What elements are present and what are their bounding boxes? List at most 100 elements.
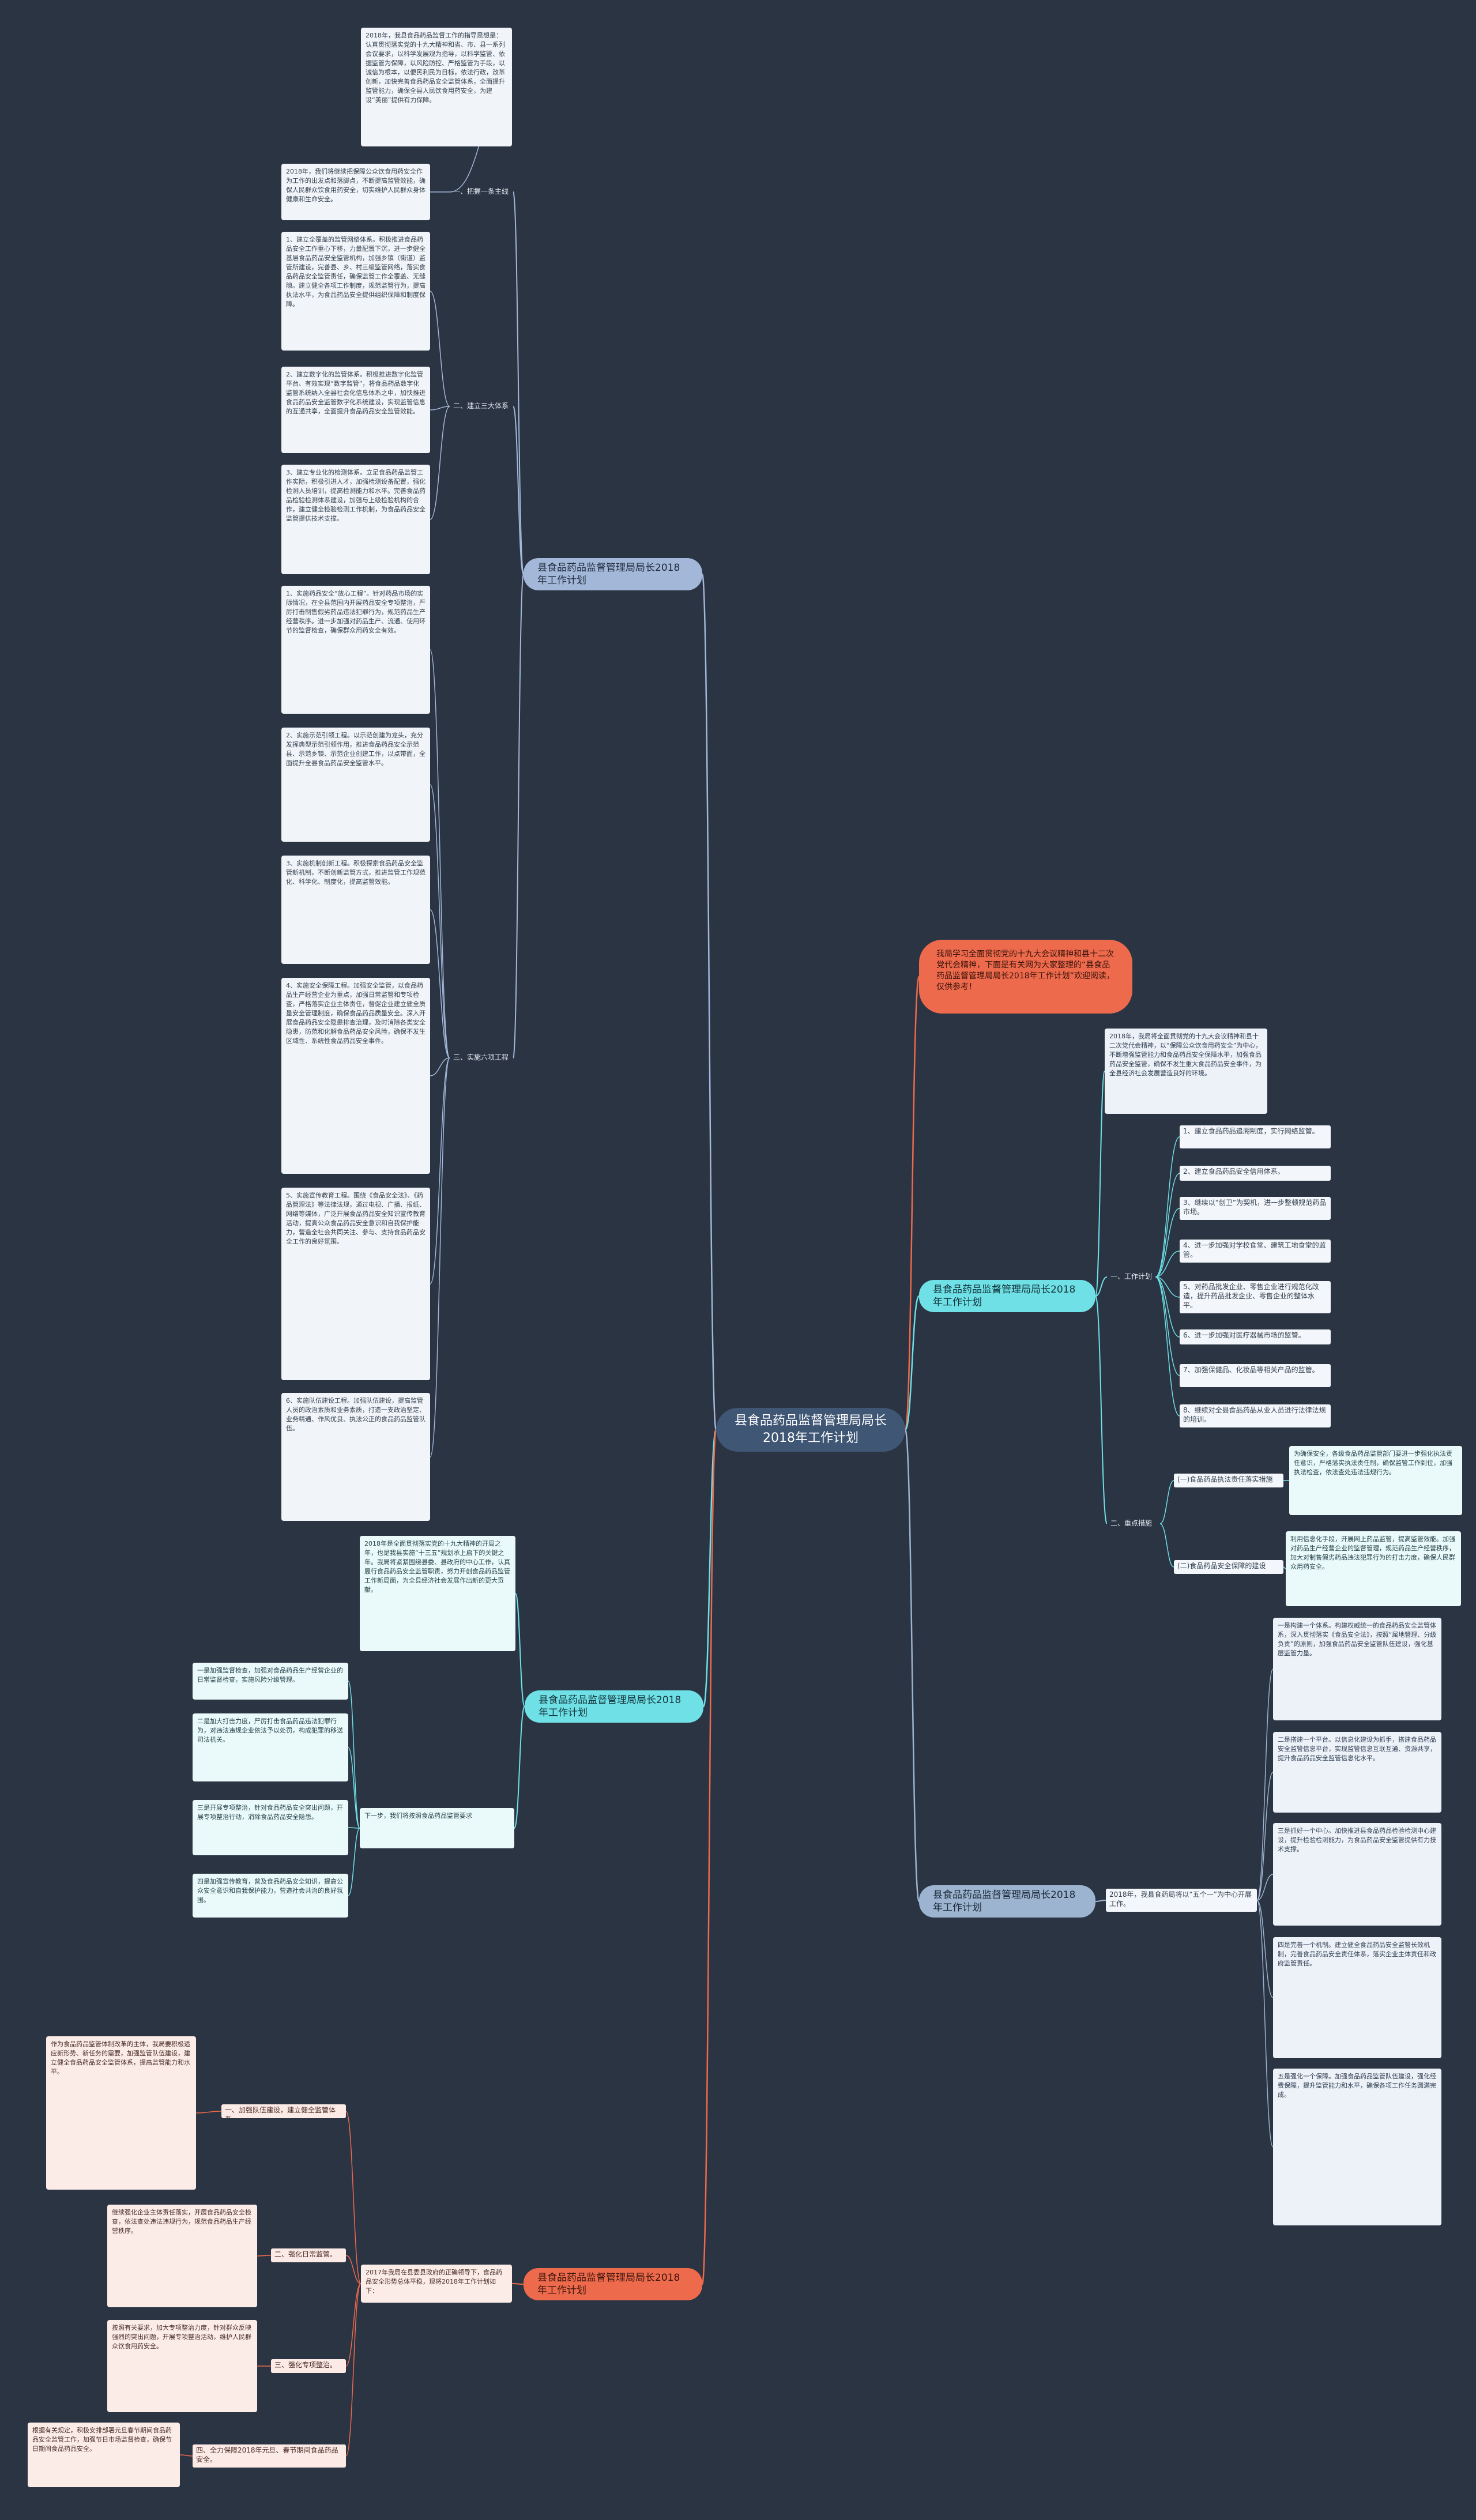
connector-branch-b-label-branch-b-focus-label xyxy=(1095,1295,1108,1524)
branch-b-work-item-7[interactable]: 7、加强保健品、化妆品等相关产品的监管。 xyxy=(1180,1364,1331,1387)
connector-branch-a-label-branch-a-section-2 xyxy=(513,406,524,575)
connector-branch-c-next-step-branch-c-item-4 xyxy=(348,1828,360,1896)
branch-c-item-4: 四是加强宣传教育，普及食品药品安全知识，提高公众安全意识和自我保护能力，营造社会… xyxy=(193,1874,348,1918)
root-topic[interactable]: 县食品药品监督管理局局长2018年工作计划 xyxy=(716,1408,905,1452)
connector-branch-b-work-label-branch-b-work-item-6 xyxy=(1155,1276,1180,1338)
branch-b-focus-item-1[interactable]: (一)食品药品执法责任落实措施 xyxy=(1174,1474,1283,1487)
connector-branch-a-section-3-branch-a-s3-para-6 xyxy=(430,1057,450,1457)
branch-d-para-2: 二是搭建一个平台。以信息化建设为抓手，搭建食品药品安全监管信息平台，实现监管信息… xyxy=(1273,1732,1441,1813)
connector-branch-b-focus-label-branch-b-focus-item-2 xyxy=(1159,1523,1174,1568)
branch-b-work-item-1[interactable]: 1、建立食品药品追溯制度，实行网络监管。 xyxy=(1180,1125,1331,1148)
branch-a-label[interactable]: 县食品药品监督管理局局长2018年工作计划 xyxy=(524,558,702,590)
connector-branch-a-section-3-branch-a-s3-para-4 xyxy=(430,1057,450,1076)
branch-b-work-item-8[interactable]: 8、继续对全县食品药品从业人员进行法律法规的培训。 xyxy=(1180,1404,1331,1427)
branch-b-label[interactable]: 县食品药品监督管理局局长2018年工作计划 xyxy=(919,1280,1095,1312)
branch-d-para-1: 一是构建一个体系。构建权威统一的食品药品安全监管体系，深入贯彻落实《食品安全法》… xyxy=(1273,1618,1441,1720)
connector-branch-b-focus-item-2-branch-b-focus-para-2 xyxy=(1283,1566,1286,1569)
connector-branch-b-focus-label-branch-b-focus-item-1 xyxy=(1159,1480,1174,1524)
connector-root-topic-branch-c-label xyxy=(702,1429,717,1708)
branch-b-work-item-5[interactable]: 5、对药品批发企业、零售企业进行规范化改造，提升药品批发企业、零售企业的整体水平… xyxy=(1180,1281,1331,1313)
connector-branch-b-work-label-branch-b-work-item-4 xyxy=(1155,1250,1180,1278)
connector-branch-d-lead-branch-d-para-1 xyxy=(1256,1668,1274,1901)
branch-a-s3-para-2: 2、实施示范引领工程。以示范创建为龙头，充分发挥典型示范引领作用，推进食品药品安… xyxy=(281,728,430,842)
branch-a-section-3[interactable]: 三、实施六项工程 xyxy=(453,1053,509,1061)
connector-branch-c-next-step-branch-c-item-1 xyxy=(348,1681,360,1829)
branch-b-work-label[interactable]: 一、工作计划 xyxy=(1110,1272,1153,1280)
branch-e-section-1[interactable]: 一、加强队伍建设，建立健全监管体系。 xyxy=(221,2104,346,2118)
connector-root-topic-branch-e-label xyxy=(701,1429,717,2285)
branch-a-s2-para-1: 1、建立全覆盖的监管网络体系。积极推进食品药品安全工作重心下移，力量配置下沉，进… xyxy=(281,232,430,351)
connector-root-topic-branch-a-label xyxy=(701,573,717,1431)
branch-a-s1-para-1: 2018年，我县食品药品监督工作的指导思想是：认真贯彻落实党的十九大精神和省、市… xyxy=(361,28,512,146)
connector-branch-a-section-3-branch-a-s3-para-1 xyxy=(430,649,450,1059)
branch-a-s2-para-3: 3、建立专业化的检测体系。立足食品药品监管工作实际，积极引进人才，加强检测设备配… xyxy=(281,465,430,574)
branch-e-section-4[interactable]: 四、全力保障2018年元旦、春节期间食品药品安全。 xyxy=(193,2444,346,2468)
intro-bubble[interactable]: 我局学习全面贯彻党的十九大会议精神和县十二次党代会精神，下面是有关网为大家整理的… xyxy=(919,940,1132,1014)
connector-branch-b-work-label-branch-b-work-item-8 xyxy=(1155,1276,1180,1417)
connector-branch-e-lead-branch-e-section-4 xyxy=(345,2283,362,2457)
branch-a-s3-para-3: 3、实施机制创新工程。积极探索食品药品安全监管新机制，不断创新监管方式，推进监管… xyxy=(281,856,430,964)
connector-branch-c-label-branch-c-next-step xyxy=(514,1706,525,1829)
branch-c-item-2: 二是加大打击力度，严厉打击食品药品违法犯罪行为，对违法违规企业依法予以处罚，构成… xyxy=(193,1713,348,1781)
branch-b-work-item-6[interactable]: 6、进一步加强对医疗器械市场的监管。 xyxy=(1180,1329,1331,1344)
connector-branch-d-lead-branch-d-para-3 xyxy=(1256,1874,1274,1901)
branch-b-work-item-4[interactable]: 4、进一步加强对学校食堂、建筑工地食堂的监管。 xyxy=(1180,1240,1331,1263)
branch-a-s2-para-2: 2、建立数字化的监管体系。积极推进数字化监管平台、有效实现“数字监管”，将食品药… xyxy=(281,367,430,453)
branch-c-para: 2018年是全面贯彻落实党的十九大精神的开局之年，也是我县实施“十三五”规划承上… xyxy=(360,1536,515,1651)
connector-branch-a-section-3-branch-a-s3-para-5 xyxy=(430,1057,450,1285)
connector-branch-a-label-branch-a-section-1 xyxy=(513,191,524,575)
branch-a-section-2[interactable]: 二、建立三大体系 xyxy=(453,402,509,410)
connector-branch-b-work-label-branch-b-work-item-5 xyxy=(1155,1276,1180,1298)
branch-b-focus-para-2: 利用信息化手段，开展网上药品监管，提高监管效能。加强对药品生产经营企业的监督管理… xyxy=(1286,1531,1461,1606)
branch-a-s3-para-6: 6、实施队伍建设工程。加强队伍建设，提高监管人员的政治素质和业务素质，打造一支政… xyxy=(281,1393,430,1521)
branch-e-s3-para: 按照有关要求，加大专项整治力度，针对群众反映强烈的突出问题，开展专项整治活动，维… xyxy=(107,2320,257,2412)
connector-root-topic-branch-b-label xyxy=(904,1295,920,1431)
connector-branch-a-section-2-branch-a-s2-para-3 xyxy=(430,406,450,520)
connector-branch-e-section-1-branch-e-s1-para xyxy=(195,2111,222,2114)
branch-c-next-step[interactable]: 下一步，我们将按照食品药品监管要求 xyxy=(360,1808,514,1848)
connector-branch-e-section-2-branch-e-s2-para xyxy=(257,2255,272,2257)
branch-b-intro-para: 2018年，我局将全面贯彻党的十九大会议精神和县十二次党代会精神，以“保障公众饮… xyxy=(1105,1029,1267,1114)
connector-branch-e-lead-branch-e-section-1 xyxy=(345,2111,362,2284)
connector-branch-e-lead-branch-e-section-2 xyxy=(345,2255,362,2284)
branch-e-lead: 2017年我局在县委县政府的正确领导下，食品药品安全形势总体平稳，现将2018年… xyxy=(361,2265,512,2303)
branch-b-focus-label[interactable]: 二、重点措施 xyxy=(1110,1519,1153,1527)
branch-a-section-1[interactable]: 一、把握一条主线 xyxy=(453,187,509,195)
connector-branch-e-lead-branch-e-section-3 xyxy=(345,2283,362,2367)
branch-a-s1-para-2: 2018年，我们将继续把保障公众饮食用药安全作为工作的出发点和落脚点，不断提高监… xyxy=(281,164,430,220)
branch-e-s4-para: 根据有关规定，积极安排部署元旦春节期间食品药品安全监管工作，加强节日市场监督检查… xyxy=(28,2423,180,2487)
branch-e-label[interactable]: 县食品药品监督管理局局长2018年工作计划 xyxy=(524,2268,702,2300)
branch-c-item-1: 一是加强监督检查，加强对食品药品生产经营企业的日常监督检查，实施风险分级管理。 xyxy=(193,1663,348,1700)
branch-b-work-item-2[interactable]: 2、建立食品药品安全信用体系。 xyxy=(1180,1166,1331,1181)
branch-a-s3-para-4: 4、实施安全保障工程。加强安全监管，以食品药品生产经营企业为重点，加强日常监管和… xyxy=(281,978,430,1174)
branch-b-focus-para-1: 为确保安全，各级食品药品监管部门要进一步强化执法责任意识，严格落实执法责任制，确… xyxy=(1289,1446,1462,1515)
connector-branch-b-work-label-branch-b-work-item-3 xyxy=(1155,1208,1180,1278)
connector-branch-a-section-2-branch-a-s2-para-1 xyxy=(430,291,450,407)
connector-branch-b-work-label-branch-b-work-item-7 xyxy=(1155,1276,1180,1376)
connector-branch-a-section-3-branch-a-s3-para-2 xyxy=(430,784,450,1059)
connector-branch-a-section-2-branch-a-s2-para-2 xyxy=(430,406,450,410)
connector-branch-b-label-branch-b-intro-para xyxy=(1095,1071,1105,1297)
connector-branch-c-label-branch-c-para xyxy=(515,1593,525,1707)
connector-branch-d-lead-branch-d-para-4 xyxy=(1256,1900,1274,1998)
connector-branch-d-lead-branch-d-para-5 xyxy=(1256,1900,1274,2148)
connector-branch-a-section-3-branch-a-s3-para-3 xyxy=(430,909,450,1059)
branch-e-section-3[interactable]: 三、强化专项整治。 xyxy=(271,2359,346,2373)
branch-b-focus-item-2[interactable]: (二)食品药品安全保障的建设 xyxy=(1174,1560,1283,1574)
connector-branch-b-work-label-branch-b-work-item-1 xyxy=(1155,1136,1180,1278)
branch-a-s3-para-5: 5、实施宣传教育工程。围绕《食品安全法》、《药品管理法》等法律法规，通过电视、广… xyxy=(281,1188,430,1380)
branch-e-section-2[interactable]: 二、强化日常监管。 xyxy=(271,2248,346,2262)
branch-d-para-4: 四是完善一个机制。建立健全食品药品安全监管长效机制，完善食品药品安全责任体系，落… xyxy=(1273,1937,1441,2058)
branch-c-label[interactable]: 县食品药品监督管理局局长2018年工作计划 xyxy=(525,1690,703,1723)
branch-b-work-item-3[interactable]: 3、继续以“创卫”为契机，进一步整顿规范药品市场。 xyxy=(1180,1197,1331,1220)
connector-root-topic-branch-d-label xyxy=(904,1429,920,1903)
connector-branch-b-work-label-branch-b-work-item-2 xyxy=(1155,1173,1180,1278)
branch-e-s2-para: 继续强化企业主体责任落实，开展食品药品安全检查，依法查处违法违规行为，规范食品药… xyxy=(107,2205,257,2307)
branch-d-label[interactable]: 县食品药品监督管理局局长2018年工作计划 xyxy=(919,1885,1095,1918)
branch-c-item-3: 三是开展专项整治，针对食品药品安全突出问题，开展专项整治行动，消除食品药品安全隐… xyxy=(193,1800,348,1855)
connector-branch-d-lead-branch-d-para-2 xyxy=(1256,1772,1274,1901)
branch-d-lead[interactable]: 2018年，我县食药局将以“五个一”为中心开展工作。 xyxy=(1106,1889,1257,1912)
connector-branch-b-label-branch-b-work-label xyxy=(1095,1276,1108,1297)
connector-branch-a-label-branch-a-section-3 xyxy=(513,574,524,1059)
